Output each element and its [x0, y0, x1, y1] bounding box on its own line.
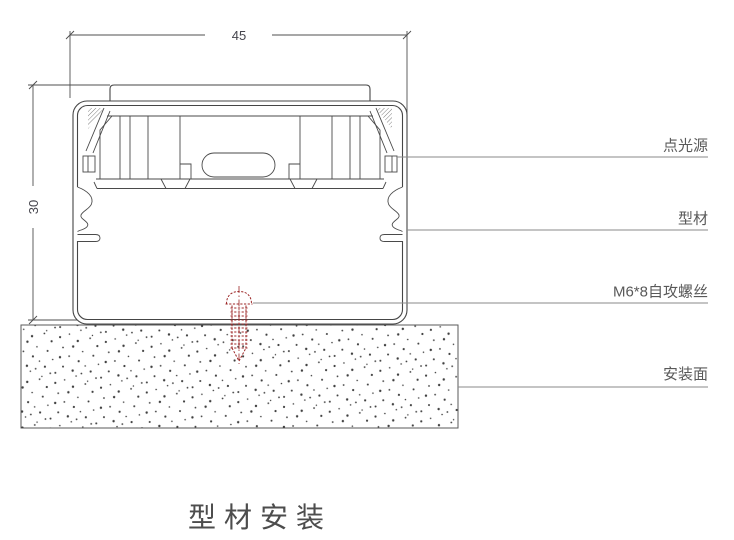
corner-hatch-left [88, 108, 104, 129]
capsule-steps [180, 163, 300, 179]
dimension-height: 30 [26, 80, 110, 325]
label-point-light: 点光源 [663, 138, 708, 155]
mounting-surface [20, 324, 459, 429]
label-profile: 型材 [678, 211, 708, 228]
dim-width-value: 45 [232, 28, 246, 43]
corner-hatch-right [376, 108, 392, 129]
module-base-plate [93, 178, 387, 189]
label-screw: M6*8自攻螺丝 [613, 284, 708, 301]
callouts: 点光源 型材 M6*8自攻螺丝 安装面 [253, 138, 708, 388]
point-led-left [82, 155, 96, 173]
label-mount-surface: 安装面 [663, 366, 708, 383]
profile-shell [72, 100, 408, 325]
module-capsule-slot [201, 152, 276, 178]
screw-drawing [225, 286, 253, 364]
dim-height-value: 30 [26, 200, 41, 214]
rib-block-right [299, 115, 381, 179]
side-clip-left [74, 186, 101, 242]
side-clip-right [379, 186, 406, 242]
led-module [82, 107, 398, 189]
module-slope-right [369, 107, 395, 154]
rib-block-left [99, 115, 181, 179]
diagram-caption: 型材安装 [188, 502, 332, 533]
profile-cover-plate [109, 84, 371, 103]
dimension-width: 45 [65, 28, 412, 198]
point-led-right [384, 155, 398, 173]
module-slope-left [85, 107, 111, 154]
